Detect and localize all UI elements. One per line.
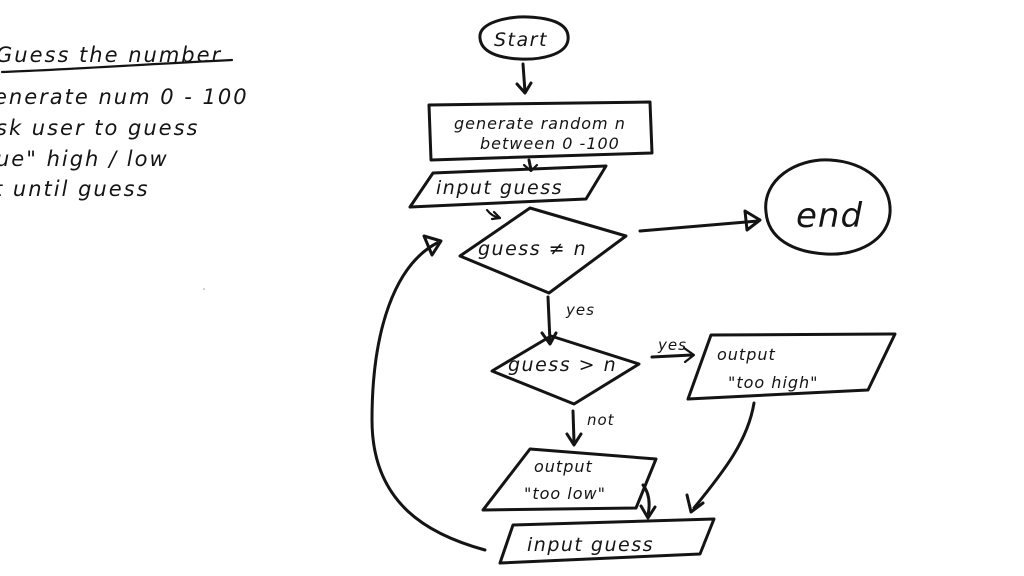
- arrow-low-to-input: [639, 483, 657, 520]
- start-label: Start: [494, 29, 548, 51]
- start-oval: [478, 15, 570, 61]
- arrow-high-to-input: [685, 401, 756, 514]
- output-high-line1: output: [717, 345, 776, 364]
- decision-neq-label: guess ≠ n: [478, 238, 587, 260]
- label-yes-down: yes: [565, 301, 595, 319]
- output-too-low-parallelogram: output "too low": [481, 447, 658, 512]
- arrow-input-to-decision: [485, 208, 502, 221]
- input-guess-bottom-parallelogram: input guess: [498, 517, 716, 565]
- notes-line-3: ue" high / low: [0, 147, 169, 171]
- end-circle: [764, 158, 892, 256]
- arrow-start-to-generate: [515, 62, 533, 95]
- decision-guess-not-equal: guess ≠ n: [458, 206, 628, 295]
- output-high-line2: "too high": [728, 373, 819, 392]
- notes-title: Guess the number: [0, 43, 222, 67]
- generate-label-line1: generate random n: [454, 114, 626, 133]
- end-node: end: [764, 158, 892, 256]
- notes-line-4: t until guess: [0, 177, 150, 201]
- notes-title-underline: [0, 58, 234, 74]
- notes-line-1: enerate num 0 - 100: [0, 85, 249, 109]
- start-node: Start: [478, 15, 570, 61]
- generate-label-line2: between 0 -100: [480, 134, 620, 153]
- arrow-to-end: [638, 209, 762, 233]
- decision-gt-label: guess > n: [508, 354, 617, 376]
- output-low-line2: "too low": [524, 484, 606, 503]
- decision-guess-greater: guess > n: [490, 334, 641, 406]
- input-guess-top-label: input guess: [436, 177, 563, 199]
- stray-dot: [203, 288, 205, 290]
- label-yes-right: yes: [657, 336, 687, 354]
- notes-line-2: sk user to guess: [0, 116, 199, 140]
- label-not: not: [587, 411, 615, 429]
- notes-block: Guess the number enerate num 0 - 100 sk …: [0, 43, 249, 201]
- output-low-line1: output: [534, 457, 593, 476]
- end-label: end: [796, 196, 863, 236]
- output-too-high-parallelogram: output "too high": [686, 332, 897, 401]
- generate-process-box: generate random n between 0 -100: [427, 100, 654, 162]
- arrow-loop-back: [370, 234, 487, 552]
- arrow-yes-right: [650, 346, 696, 364]
- input-guess-bottom-label: input guess: [527, 534, 654, 556]
- arrow-not-down: [565, 409, 583, 447]
- input-guess-top-parallelogram: input guess: [408, 164, 608, 209]
